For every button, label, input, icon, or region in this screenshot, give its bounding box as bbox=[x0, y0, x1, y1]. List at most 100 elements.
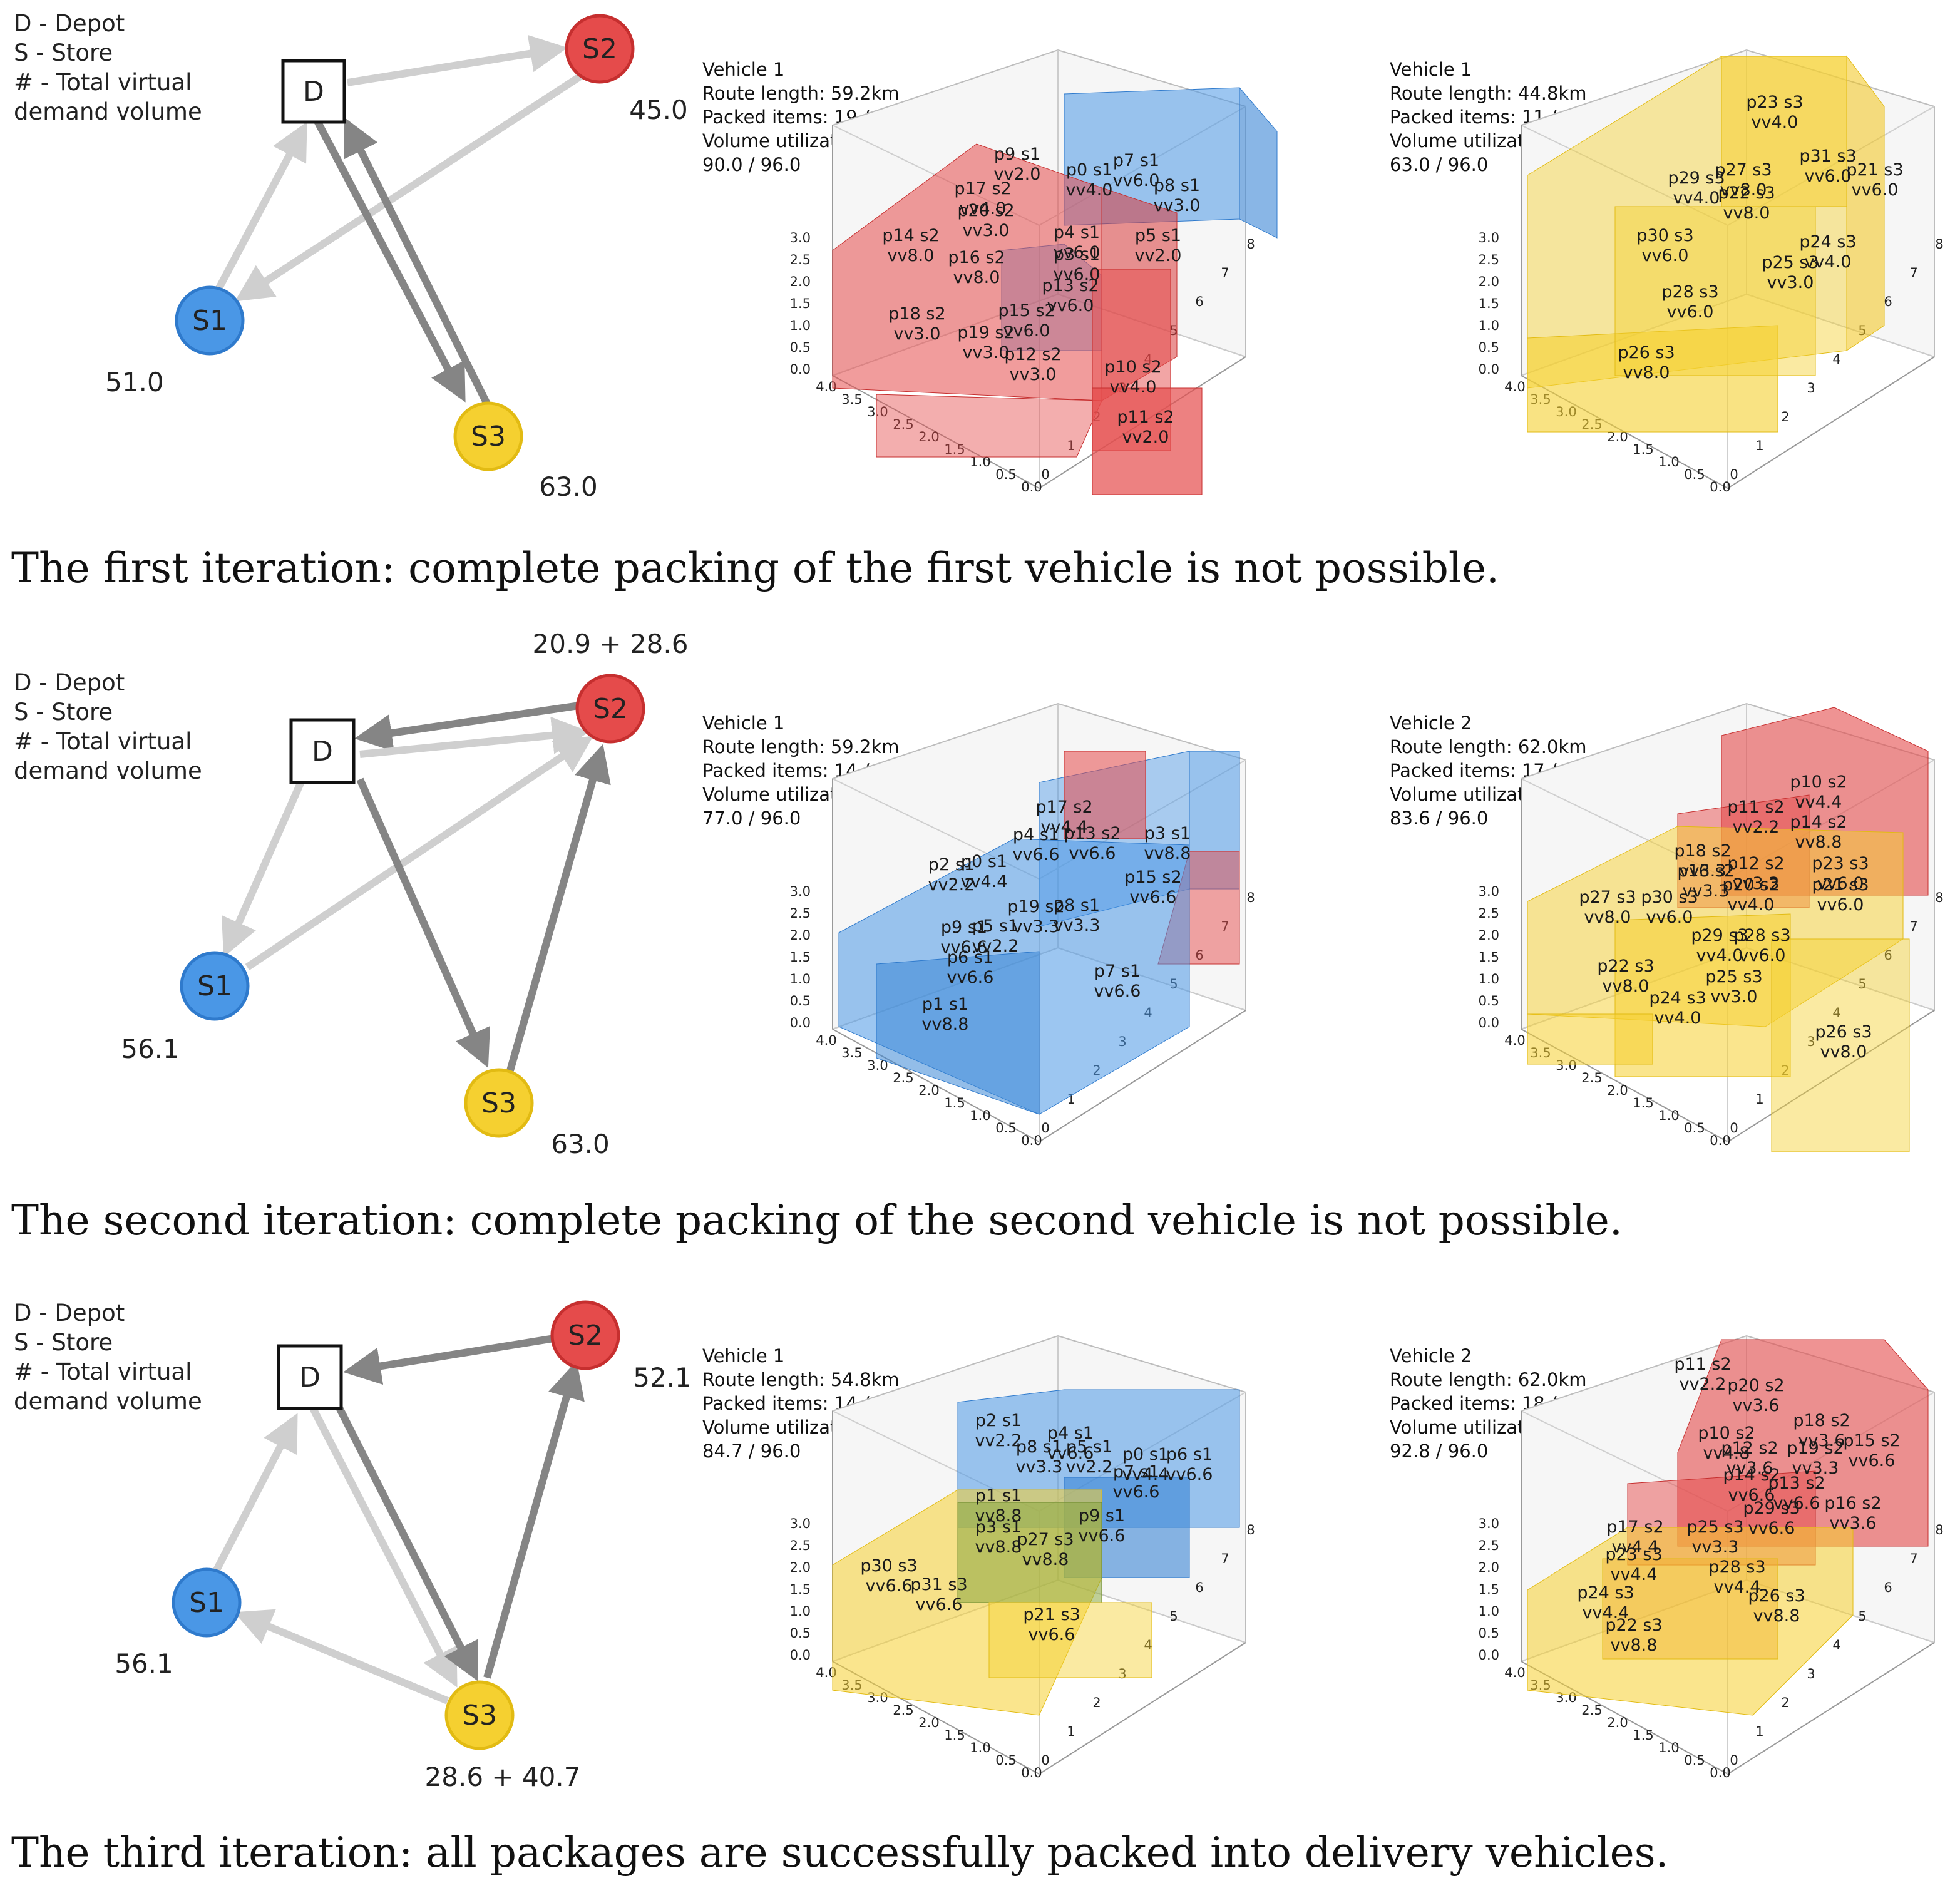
packing-plot-i1-right: 3.02.52.01.51.00.50.04.03.53.02.52.01.51… bbox=[1479, 49, 1944, 495]
z-tick-label: 2.0 bbox=[790, 1560, 811, 1575]
y-tick-label: 5 bbox=[1858, 1609, 1866, 1624]
y-tick-label: 0 bbox=[1730, 467, 1738, 482]
demand-s2: 45.0 bbox=[629, 95, 688, 125]
route-length: Route length: 54.8km bbox=[702, 1369, 899, 1390]
z-tick-label: 1.5 bbox=[1479, 296, 1499, 311]
store-s2-node bbox=[565, 14, 635, 84]
route-length: Route length: 59.2km bbox=[702, 736, 899, 757]
x-tick-label: 1.5 bbox=[944, 1728, 965, 1743]
z-tick-label: 1.5 bbox=[790, 296, 811, 311]
store-s3-node bbox=[464, 1068, 534, 1138]
y-tick-label: 8 bbox=[1935, 237, 1943, 252]
y-tick-label: 0 bbox=[1041, 1121, 1049, 1136]
y-tick-label: 4 bbox=[1832, 352, 1840, 367]
box-s2 bbox=[1064, 751, 1146, 839]
demand-s2: 20.9 + 28.6 bbox=[533, 628, 689, 659]
edge-s3-s1 bbox=[233, 1609, 449, 1705]
x-tick-label: 4.0 bbox=[1504, 1033, 1525, 1048]
vehicle-name: Vehicle 2 bbox=[1390, 712, 1472, 734]
depot-label: D bbox=[312, 736, 333, 767]
y-tick-label: 7 bbox=[1909, 265, 1917, 280]
demand-s3: 63.0 bbox=[539, 471, 598, 502]
legend-depot: D - Depot bbox=[14, 669, 125, 696]
z-tick-label: 1.0 bbox=[790, 1604, 811, 1619]
z-tick-label: 1.0 bbox=[790, 972, 811, 987]
boxes bbox=[832, 86, 1278, 495]
demand-s1: 51.0 bbox=[105, 367, 164, 398]
store-s1-label: S1 bbox=[192, 305, 227, 337]
vehicle-name: Vehicle 1 bbox=[1390, 59, 1472, 80]
boxes bbox=[1527, 1339, 1929, 1716]
store-s2-label: S2 bbox=[582, 33, 617, 65]
y-tick-label: 2 bbox=[1781, 1695, 1789, 1710]
store-s1-node bbox=[175, 285, 245, 356]
z-tick-label: 3.0 bbox=[1479, 884, 1499, 899]
store-s3-label: S3 bbox=[471, 421, 506, 453]
y-tick-label: 0 bbox=[1041, 467, 1049, 482]
store-s2-node bbox=[575, 674, 645, 744]
store-s2-node bbox=[550, 1300, 620, 1370]
route-graph-1: D - Depot S - Store # - Total virtual de… bbox=[14, 10, 688, 502]
z-tick-label: 0.5 bbox=[790, 1626, 811, 1641]
z-tick-label: 1.0 bbox=[1479, 318, 1499, 333]
y-tick-label: 6 bbox=[1884, 1580, 1892, 1595]
legend-total: # - Total virtual bbox=[14, 728, 192, 755]
demand-s1: 56.1 bbox=[121, 1034, 180, 1064]
y-tick-label: 5 bbox=[1858, 977, 1866, 992]
z-tick-label: 0.0 bbox=[1479, 362, 1499, 377]
vehicle-name: Vehicle 1 bbox=[702, 712, 784, 734]
x-tick-label: 0.0 bbox=[1021, 1133, 1042, 1148]
vehicle-name: Vehicle 1 bbox=[702, 59, 784, 80]
z-tick-label: 2.5 bbox=[790, 906, 811, 921]
store-s1-node bbox=[180, 951, 250, 1021]
z-tick-label: 2.5 bbox=[1479, 252, 1499, 267]
y-tick-label: 8 bbox=[1246, 237, 1255, 252]
demand-s2: 52.1 bbox=[633, 1362, 692, 1393]
x-tick-label: 1.0 bbox=[1658, 454, 1679, 469]
x-tick-label: 2.5 bbox=[893, 1703, 913, 1718]
edge-s2-s1 bbox=[234, 71, 585, 302]
packing-plot-i2-right: 3.02.52.01.51.00.50.04.03.53.02.52.01.51… bbox=[1479, 702, 1944, 1152]
store-s3-node bbox=[453, 401, 523, 471]
edge-d-s3 bbox=[334, 1403, 478, 1681]
y-tick-label: 4 bbox=[1832, 1005, 1840, 1020]
z-tick-label: 3.0 bbox=[1479, 230, 1499, 245]
x-tick-label: 1.5 bbox=[1633, 1095, 1653, 1111]
box-s2 bbox=[1092, 387, 1203, 495]
packing-plot-i3-left: 3.02.52.01.51.00.50.04.03.53.02.52.01.51… bbox=[790, 1335, 1255, 1780]
z-tick-label: 3.0 bbox=[790, 884, 811, 899]
y-tick-label: 8 bbox=[1935, 1522, 1943, 1537]
x-tick-label: 3.0 bbox=[867, 404, 888, 419]
